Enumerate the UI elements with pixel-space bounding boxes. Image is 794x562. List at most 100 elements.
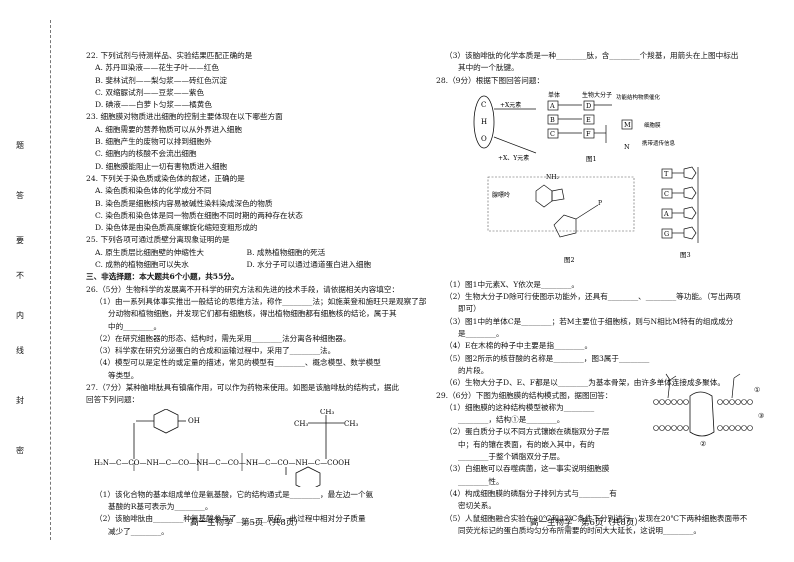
q24-stem: 24. 下列关于染色质或染色体的叙述，正确的是	[86, 173, 245, 183]
section-3-heading: 三、非选择题：本大题共6个小题，共55分。	[86, 272, 239, 282]
function-n: 携带遗传信息	[642, 139, 676, 147]
function-d: 功能结构物质催化	[616, 93, 661, 101]
box-f: F	[586, 130, 591, 138]
element-c: C	[481, 101, 486, 109]
transmembrane-protein	[689, 391, 715, 437]
q26-stem: 26.（5分）生物科学的发展离不开科学的研究方法和先进的技术手段，请依据相关内容…	[86, 284, 400, 294]
seal-char: 密	[16, 446, 24, 455]
plus-xy-label: +X、Y元素	[498, 154, 529, 162]
q26-part1-line1: （1）由一系列具体事实推出一般结论的思维方法，称作________法；如施莱登和…	[95, 296, 427, 306]
q24-option-b: B. 染色质是细胞核内容易被碱性染料染成深色的物质	[95, 198, 273, 208]
q29-part1-line2: ________，结构①是________。	[458, 415, 565, 425]
q28-part5-line2: 的片段。	[458, 365, 489, 375]
q22-option-b: B. 斐林试剂——梨匀浆——砖红色沉淀	[95, 75, 227, 85]
q29-part3-line2: ________性。	[458, 476, 504, 486]
q28-part6: （6）生物大分子D、E、F都是以________为基本骨架，由许多单体连接成多聚…	[445, 378, 725, 388]
q23-option-c: C. 细胞内的核酸不会流出细胞	[95, 149, 197, 159]
q29-part2-line2: 中；有的镶在表面，有的嵌入其中，有的	[458, 439, 595, 449]
cell-membrane-figure: ① ② ③	[650, 372, 768, 452]
q27-stem-line1: 27.（7分）某种脑啡肽具有镇痛作用，可以作为药物来使用。如图是该脑啡肽的结构式…	[86, 383, 400, 393]
box-b: B	[550, 116, 555, 124]
q29-part2-line3: ________于整个磷脂双分子层。	[458, 452, 565, 462]
q26-part4-line1: （4）模型可以是定性的或定量的描述，常见的模型有________、概念模型、数学…	[95, 358, 381, 368]
page-5-column: 22. 下列试剂与待测样品、实验结果匹配正确的是 A. 苏丹Ⅲ染液——花生子叶—…	[86, 50, 427, 538]
nh2-label: NH₂	[546, 174, 559, 181]
cell-membrane-svg: ① ② ③	[653, 373, 764, 448]
q28-part5-line1: （5）图2所示的核苷酸的名称是________，图3属于________	[445, 353, 650, 363]
q28-part3-line1: （3）图1中的单体C是________；若M主要位于细胞核，则与N相比M特有的组…	[445, 316, 734, 326]
q25-option-d: D. 水分子可以通过通道蛋白进入细胞	[246, 260, 372, 270]
q29-part2-line1: （2）蛋白质分子以不同方式镶嵌在磷脂双分子层	[445, 427, 610, 437]
q28-part4: （4）E在木棉的种子中主要是指________。	[445, 341, 593, 351]
fig1-caption: 图1	[586, 155, 597, 163]
q23-option-b: B. 细胞产生的废物可以排到细胞外	[95, 137, 212, 147]
q26-part4-line2: 等类型。	[108, 370, 139, 380]
q27-part2-line1: （2）该脑啡肽由________种氨基酸参与了________反应，此过程中相对…	[95, 514, 366, 524]
q29-part5-line2: 同荧光标记的蛋白质均匀分布所需要的时间大大延长，这说明________。	[458, 525, 701, 535]
q23-option-d: D. 细胞膜能阻止一切有害物质进入细胞	[95, 161, 228, 171]
q28-part1: （1）图1中元素X、Y依次是________。	[445, 279, 579, 289]
seal-char: 题	[16, 141, 24, 150]
q26-part1-line3: 中的________。	[108, 321, 162, 331]
monomer-label: 单体	[548, 91, 560, 99]
box-e: E	[586, 116, 591, 124]
macro-label: 生物大分子	[582, 91, 612, 99]
seal-char: 内	[16, 311, 24, 320]
box-n: N	[624, 143, 630, 151]
glycoprotein-chain	[665, 373, 677, 399]
page-5-footer: 高一生物学 第5页（共8页）	[190, 518, 303, 528]
q26-part2: （2）在研究细胞器的形态、结构时，需先采用________法分离各种细胞器。	[95, 333, 351, 343]
ch3-label-right: CH₃	[344, 420, 358, 428]
box-d: D	[586, 102, 591, 110]
q23-stem: 23. 细胞膜对物质进出细胞的控制主要体现在以下哪些方面	[86, 112, 283, 122]
q23-option-a: A. 细胞需要的营养物质可以从外界进入细胞	[95, 124, 242, 134]
box-a: A	[549, 102, 555, 110]
q25-options-row-2: C. 成熟的植物细胞可以失水 D. 水分子可以通过通道蛋白进入细胞	[86, 259, 398, 271]
element-h: H	[481, 118, 487, 126]
seal-char: 封	[16, 396, 24, 405]
q22-option-a: A. 苏丹Ⅲ染液——花生子叶——红色	[95, 63, 219, 73]
q29-part3-line1: （3）白细胞可以吞噬病菌，这一事实说明细胞膜	[445, 464, 610, 474]
q26-part1-line2: 分动物和植物细胞，并发现它们都有细胞核，得出植物细胞都有细胞核的结论，属于其	[108, 309, 397, 319]
q27-stem-line2: 回答下列问题：	[86, 395, 140, 405]
phosphate-group: P	[598, 200, 602, 207]
q29-stem: 29.（6分）下图为细胞膜的结构模式图，据图回答：	[436, 390, 613, 400]
plus-x-label: +X元素	[500, 101, 521, 109]
page-6-footer: 高一生物学 第6页（共8页）	[530, 518, 643, 528]
oh-label: OH	[188, 417, 200, 425]
q28-part3-line2: 是________。	[458, 329, 504, 339]
q29-part1-line1: （1）细胞膜的这种结构模型被称为________	[445, 402, 595, 412]
box-c: C	[550, 130, 555, 138]
binding-margin: 题 答 要 不 内 线 封 密	[10, 0, 50, 562]
q25-option-a: A. 原生质层比细胞壁的伸缩性大	[95, 247, 205, 257]
fig2-caption: 图2	[564, 256, 575, 264]
q22-stem: 22. 下列试剂与待测样品、实验结果匹配正确的是	[86, 51, 253, 60]
q28-stem: 28.（9分）根据下图回答问题：	[436, 75, 545, 85]
base-t: T	[664, 170, 669, 178]
q28-figures: C H O +X元素 +X、Y元素 单体 生物大分子 A B C D E F	[436, 87, 762, 279]
base-a: A	[663, 210, 669, 218]
label-1: ①	[754, 386, 760, 394]
function-m: 细胞膜	[644, 121, 661, 129]
q22-option-c: C. 双缩脲试剂——豆浆——紫色	[95, 87, 205, 97]
q27-part3-line2: 其中的一个肽键。	[458, 63, 519, 73]
label-2: ②	[700, 440, 706, 448]
page-6-column: （3）该脑啡肽的化学本质是一种________肽，含________个羧基，用箭…	[436, 50, 762, 537]
q29-part4-line2: 密切关系。	[458, 501, 496, 511]
label-3: ③	[758, 412, 764, 420]
binding-dashed-line	[50, 20, 51, 540]
seal-char: 线	[16, 346, 24, 355]
q24-option-a: A. 染色质和染色体的化学成分不同	[95, 186, 212, 196]
base-c: C	[664, 190, 669, 198]
q27-part3-line1: （3）该脑啡肽的化学本质是一种________肽，含________个羧基，用箭…	[445, 51, 739, 60]
element-ellipse	[473, 95, 495, 149]
box-m: M	[624, 121, 631, 129]
seal-char: 不	[16, 271, 24, 280]
peptide-backbone: H₂N—C—CO—NH—C—CO—NH—C—CO—NH—C—CO—NH—C—CO…	[94, 459, 350, 467]
q29-part5-line1: （5）人鼠细胞融合实验在20℃和37℃条件下分别进行，发现在20℃下两种细胞表面…	[445, 513, 748, 523]
q27-part1-line2: 基酸的R基可表示为________。	[108, 501, 213, 511]
enkephalin-structure-diagram: OH CH₃ CH₃ CH₃ H₂N—C—CO—NH—C—CO—NH—C—CO—…	[86, 408, 398, 487]
seal-char: 答	[16, 191, 24, 200]
q26-part3: （3）科学家在研究分泌蛋白的合成和运输过程中，采用了________法。	[95, 346, 336, 356]
q29-part4-line1: （4）构成细胞膜的磷脂分子排列方式与________有	[445, 488, 617, 498]
